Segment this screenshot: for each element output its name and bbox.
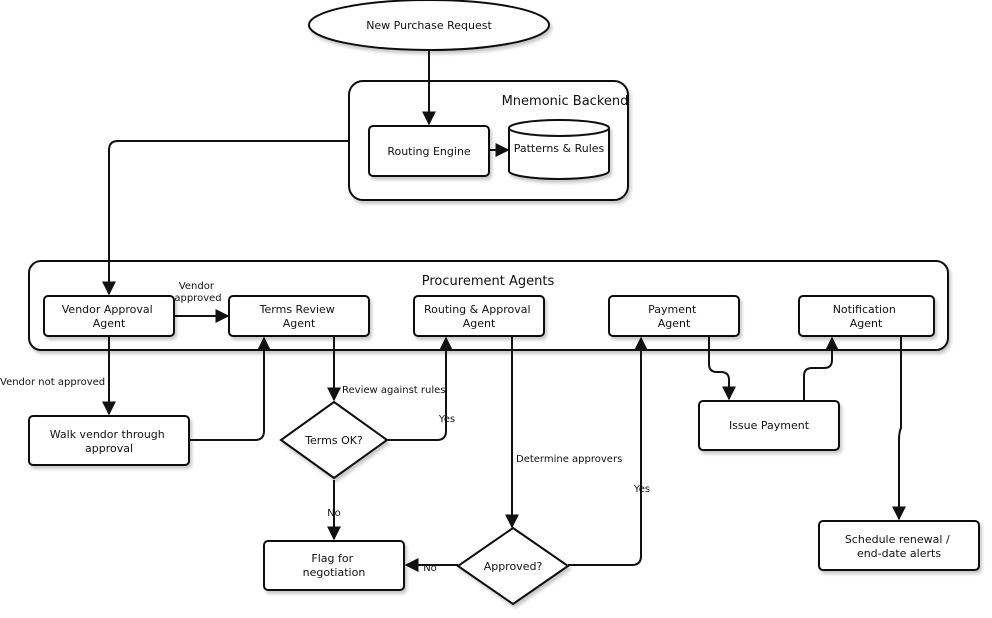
routing-engine-label: Routing Engine [387,145,471,158]
terms-review-agent-label: Terms Review Agent [259,303,339,330]
flag-negotiation-node [263,540,405,591]
flag-negotiation-label: Flag for negotiation [303,552,366,579]
terms-ok-label: Terms OK? [304,434,363,447]
approved-yes-edge-label: Yes [633,484,650,495]
patterns-rules-label: Patterns & Rules [514,142,605,155]
payment-agent-label: Payment Agent [648,303,700,330]
walk-vendor-label: Walk vendor through approval [50,428,169,455]
issue-payment-label: Issue Payment [729,419,810,432]
routing-approval-agent-node [413,295,545,337]
notification-agent-node [798,295,935,337]
payment-agent-node [608,295,740,337]
approved-decision [456,526,570,606]
routing-engine-node [368,125,490,177]
edge-approved-yes [568,336,648,566]
patterns-rules-cylinder [508,119,610,180]
schedule-renewal-node [818,520,980,571]
approved-label: Approved? [484,560,543,573]
issue-payment-node [698,400,840,451]
terms-no-edge-label: No [327,508,341,519]
notification-agent-label: Notification Agent [833,303,900,330]
vendor-approval-agent-node [43,295,175,337]
terms-review-agent-node [228,295,370,337]
edge-backend-to-vendor-agent [102,140,349,296]
new-purchase-request-node [308,0,550,51]
new-purchase-request-label: New Purchase Request [366,19,492,32]
mnemonic-backend-title: Mnemonic Backend [502,94,629,109]
edge-payment-to-issue [708,336,736,401]
review-against-rules-edge-label: Review against rules [342,385,445,396]
approved-no-edge-label: No [423,563,437,574]
terms-yes-edge-label: Yes [438,414,455,425]
edge-terms-ok-yes [387,336,453,441]
edge-notification-to-schedule [892,336,906,521]
walk-vendor-node [28,415,190,466]
routing-approval-agent-label: Routing & Approval Agent [424,303,534,330]
vendor-approval-agent-label: Vendor Approval Agent [62,303,156,330]
vendor-not-approved-edge-label: Vendor not approved [0,377,105,388]
determine-approvers-edge-label: Determine approvers [516,454,622,465]
edge-walk-to-terms [189,336,271,441]
terms-ok-decision [279,400,389,480]
schedule-renewal-label: Schedule renewal / end-date alerts [845,533,953,560]
vendor-approved-edge-label: Vendor approved [174,281,221,304]
procurement-agents-title: Procurement Agents [422,274,555,289]
edge-issue-to-notification [803,336,839,401]
